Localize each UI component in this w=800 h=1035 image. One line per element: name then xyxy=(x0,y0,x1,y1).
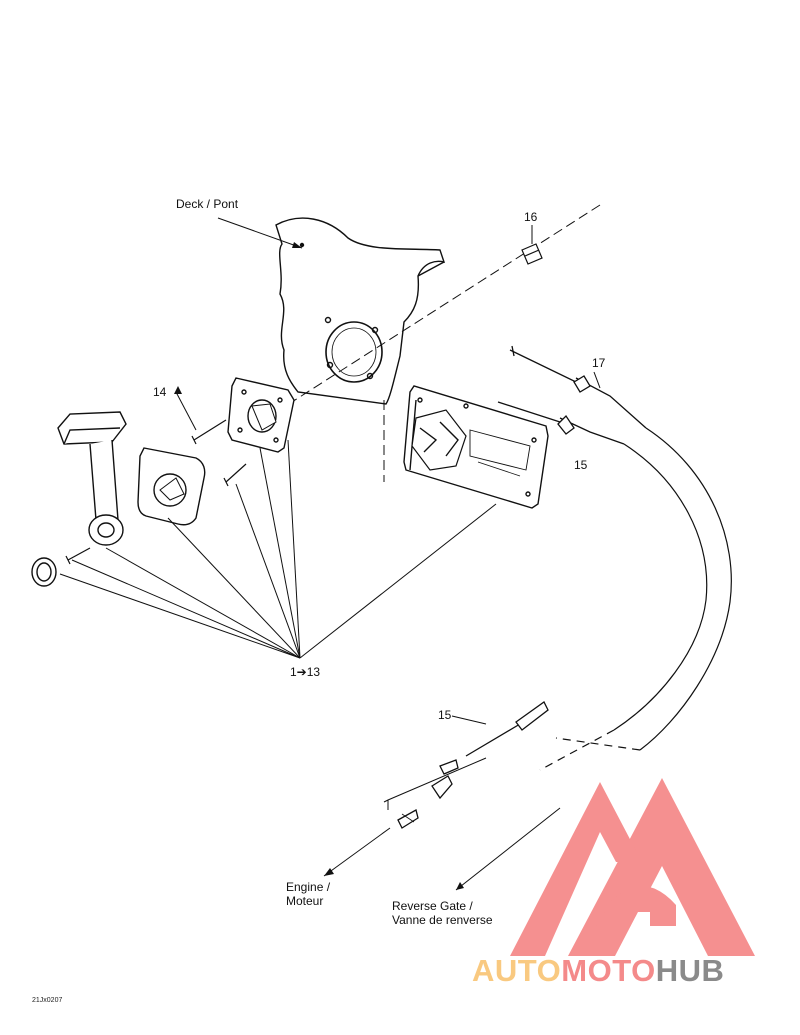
label-part-16: 16 xyxy=(524,210,538,224)
image-code: 21Jx0207 xyxy=(32,997,63,1004)
label-deck: Deck / Pont xyxy=(176,197,239,211)
flexible-cable xyxy=(539,427,732,771)
arrow-up-icon xyxy=(174,386,182,394)
mounting-plate xyxy=(227,377,295,453)
cover-plate xyxy=(137,447,206,526)
deck-panel xyxy=(275,217,446,405)
label-part-17: 17 xyxy=(592,356,606,370)
lower-cable-assembly xyxy=(397,701,549,829)
label-engine: Engine / Moteur xyxy=(286,880,330,908)
control-mechanism xyxy=(403,385,549,509)
watermark-triangle-logo xyxy=(510,778,755,956)
label-part-14: 14 xyxy=(153,385,167,399)
leader-lines xyxy=(59,217,601,891)
label-part-15-upper: 15 xyxy=(574,458,588,472)
leader-arrowheads xyxy=(292,242,464,890)
label-reverse-gate: Reverse Gate / Vanne de renverse xyxy=(392,899,493,927)
label-part-15-lower: 15 xyxy=(438,708,452,722)
throttle-lever xyxy=(57,411,127,546)
washer xyxy=(31,557,57,587)
screws xyxy=(65,419,247,565)
watermark-hub: HUB xyxy=(655,953,725,988)
label-reverse-line1: Reverse Gate / xyxy=(392,899,473,913)
part-16-fitting xyxy=(521,243,543,265)
cable-rods xyxy=(497,345,647,445)
center-lines xyxy=(244,204,601,482)
watermark-auto: AUTO xyxy=(472,953,562,988)
label-engine-line2: Moteur xyxy=(286,894,324,908)
watermark-logo-text: AUTOMOTOHUB xyxy=(472,953,724,989)
label-engine-line1: Engine / xyxy=(286,880,331,894)
watermark-moto: MOTO xyxy=(561,953,656,988)
label-reverse-line2: Vanne de renverse xyxy=(392,913,493,927)
label-parts-range: 1➔13 xyxy=(290,665,321,679)
